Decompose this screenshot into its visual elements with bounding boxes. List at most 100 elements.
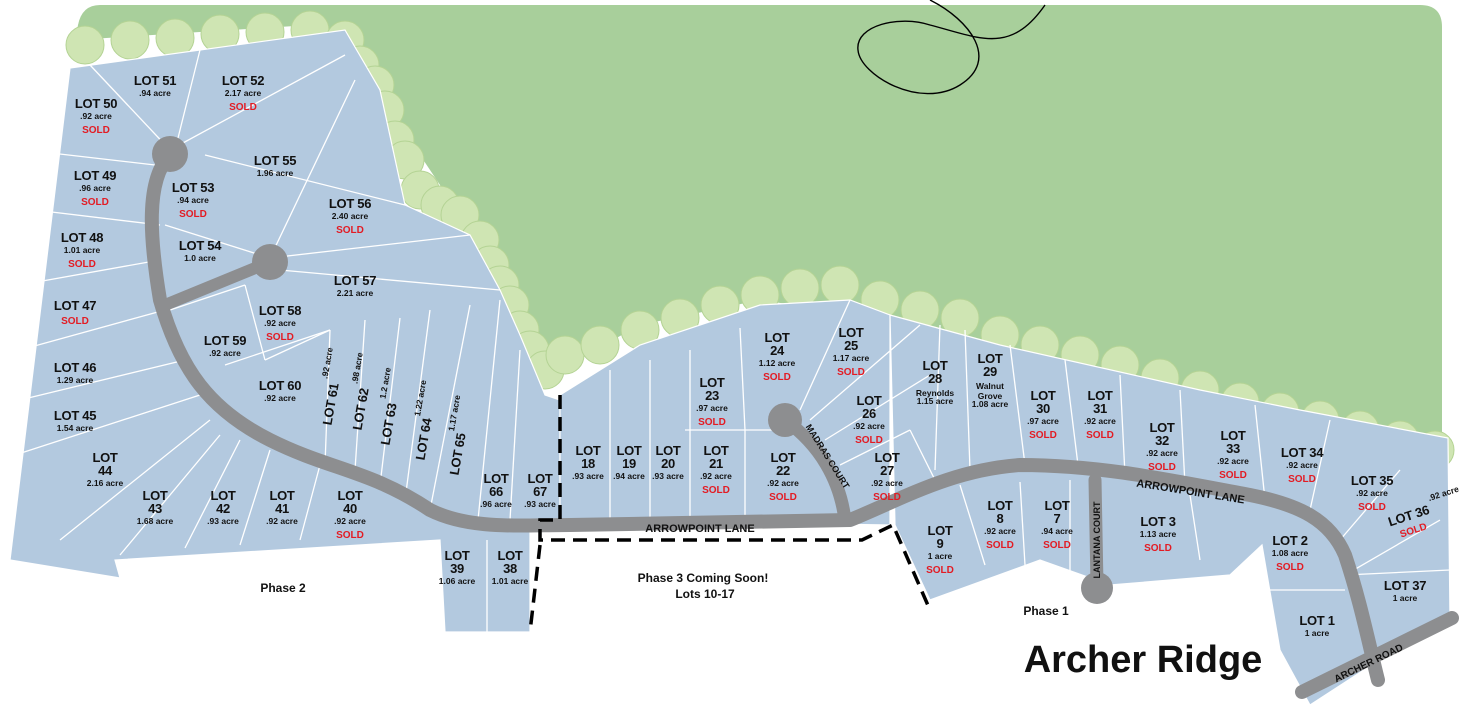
phase3-label-line2: Lots 10-17 [675,587,735,601]
lot-number: 7 [1054,511,1061,526]
tree-canopy-1 [110,20,150,60]
lot-label-0[interactable]: LOT 51.94 acre [134,73,177,98]
lot-number: LOT 50 [75,96,117,111]
lot-number: LOT [987,498,1012,513]
sold-badge: SOLD [1029,430,1057,441]
lot-acreage: .92 acre [209,348,241,358]
lot-number: LOT 54 [179,238,222,253]
sold-badge: SOLD [81,197,109,208]
lot-acreage: .94 acre [1041,526,1073,536]
cul-de-sac-madras [768,403,802,437]
lot-label-13[interactable]: LOT 461.29 acre [54,360,97,385]
lot-number: 40 [343,501,357,516]
lot-number: LOT [337,488,362,503]
lot-number: LOT 37 [1384,578,1426,593]
lot-number: 29 [983,364,997,379]
lot-number: LOT [922,358,947,373]
lot-number: LOT 61 [320,382,342,426]
lot-label-51[interactable]: LOT 11 acre [1299,613,1335,638]
lot-number: 23 [705,388,719,403]
lot-acreage: .92 acre [853,421,885,431]
lot-acreage: .92 acre [1217,456,1249,466]
lot-label-9[interactable]: LOT 572.21 acre [334,273,377,298]
lot-acreage: 2.17 acre [225,88,262,98]
sold-badge: SOLD [266,332,294,343]
lot-number: 44 [98,463,113,478]
lot-acreage: 1.29 acre [57,375,94,385]
lot-number: LOT [575,443,600,458]
sold-badge: SOLD [1148,462,1176,473]
lantana-court-road [1088,473,1104,592]
phase1-parcels [889,314,1451,706]
lot-number: LOT 60 [259,378,301,393]
lot-number: LOT 3 [1140,514,1175,529]
lot-owner-name: Walnut [976,381,1004,391]
lot-acreage: .96 acre [79,183,111,193]
lot-acreage: 1.0 acre [184,253,216,263]
lot-number: 28 [928,371,942,386]
lot-acreage: 1.01 acre [64,245,101,255]
lot-number: LOT 58 [259,303,301,318]
lot-number: LOT [1220,428,1245,443]
lot-label-3[interactable]: LOT 551.96 acre [254,153,297,178]
lot-number: 26 [862,406,876,421]
sold-badge: SOLD [1086,430,1114,441]
sold-badge: SOLD [179,209,207,220]
lot-owner-name: Grove [978,391,1003,401]
lot-number: LOT [497,548,522,563]
sold-badge: SOLD [1276,562,1304,573]
lot-label-8[interactable]: LOT 541.0 acre [179,238,223,263]
lot-acreage: 2.16 acre [87,478,124,488]
cul-de-sac-spur-road [159,256,276,311]
lot-number: LOT [616,443,641,458]
lot-acreage: .92 acre [1146,448,1178,458]
lot-label-49[interactable]: LOT 371 acre [1384,578,1427,603]
lot-label-15[interactable]: LOT 451.54 acre [54,408,97,433]
lot-label-12[interactable]: LOT 59.92 acre [204,333,247,358]
lot-label-14[interactable]: LOT 60.92 acre [259,378,302,403]
lot-parcels [9,29,1451,706]
lot-number: 21 [709,456,723,471]
arrowpoint-lane-road [144,148,1385,687]
